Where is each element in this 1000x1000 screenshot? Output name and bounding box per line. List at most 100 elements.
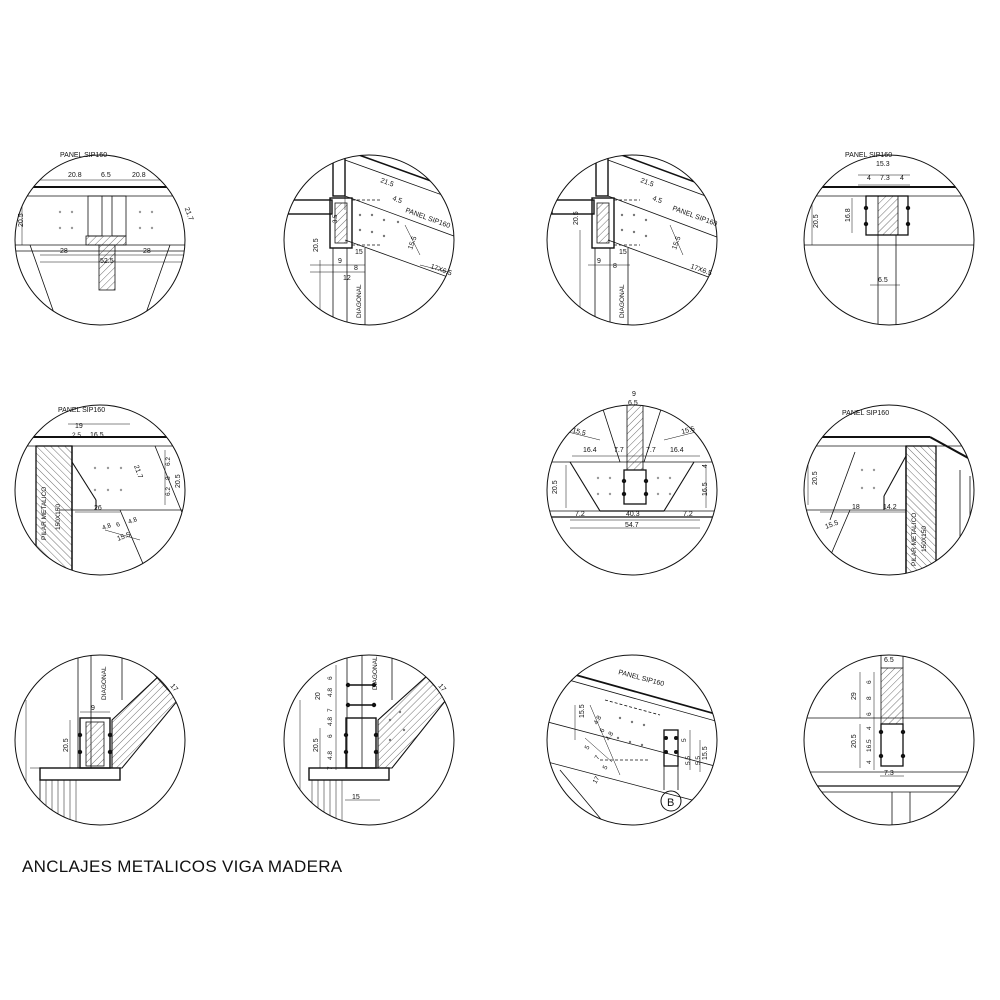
d6-label-5: 7.7	[614, 447, 624, 454]
d4-label-3: 7.3	[880, 175, 890, 182]
d6-label-2: 15.5	[571, 427, 586, 437]
d10-label-13: B	[667, 797, 674, 809]
d3-label-3: 15.5	[671, 235, 682, 250]
d5-label-0: PANEL SIP160	[58, 407, 105, 414]
d1-label-8: 52.5	[100, 258, 114, 265]
d5-label-11: 6	[115, 521, 121, 529]
d5-label-6: 6.2	[165, 457, 172, 466]
d3-label-7: 8	[613, 263, 617, 270]
d11-label-9: 7.3	[884, 770, 894, 777]
d5-label-12: 4.8	[127, 516, 138, 526]
d9-label-0: DIAGONAL	[372, 656, 379, 690]
d9-label-2: 20	[315, 692, 322, 700]
d3-label-0: 21.5	[639, 177, 654, 188]
d11-label-2: 6	[866, 680, 873, 684]
d9-label-4: 4.8	[327, 688, 334, 697]
d10-label-5: 5	[584, 744, 592, 751]
d11-label-4: 6	[866, 712, 873, 716]
d9-label-5: 7	[327, 708, 334, 712]
d10-label-3: 6	[599, 727, 607, 734]
d7-label-0: PANEL SIP160	[842, 410, 889, 417]
d1-label-2: 6.5	[101, 172, 111, 179]
detail-10: PANEL SIP160 15.5 4.8 6 4.8 5 7 5 17 5 5…	[546, 654, 718, 826]
d5-label-9: 26	[94, 505, 102, 512]
d11-label-3: 8	[866, 696, 873, 700]
d5-label-1: 19	[75, 423, 83, 430]
d6-label-9: 16.5	[702, 482, 709, 496]
d11-label-6: 20.5	[851, 734, 858, 748]
d6-label-1: 6.5	[628, 400, 638, 407]
d9-label-1: 17	[436, 683, 446, 694]
d9-label-8: 20.5	[313, 738, 320, 752]
d4-label-4: 4	[900, 175, 904, 182]
d11-label-1: 29	[851, 692, 858, 700]
d6-label-3: 15.5	[681, 426, 696, 436]
d6-label-6: 7.7	[646, 447, 656, 454]
d6-label-7: 16.4	[670, 447, 684, 454]
d3-label-1: 4.5	[651, 195, 663, 205]
d1-label-5: 21.7	[183, 207, 194, 222]
d5-label-2: 2.5	[72, 432, 81, 439]
d4-label-1: 15.3	[876, 161, 890, 168]
d6-label-11: 40.3	[626, 511, 640, 518]
d5-label-8: 6.2	[165, 487, 172, 496]
d2-label-3: 15.5	[407, 235, 418, 250]
d9-label-9: 4.8	[327, 751, 334, 760]
d4-label-5: 20.5	[813, 214, 820, 228]
d2-label-5: 20.5	[313, 238, 320, 252]
d9-label-6: 4.8	[327, 717, 334, 726]
d10-label-11: 5.5	[695, 756, 702, 765]
d4-label-0: PANEL SIP160	[845, 152, 892, 159]
d3-label-9: DIAGONAL	[619, 284, 626, 318]
d8-label-1: 17	[168, 683, 178, 694]
d1-label-4: 20.5	[18, 213, 25, 227]
d6-label-4: 16.4	[583, 447, 597, 454]
detail-8: DIAGONAL 17 9 20.5	[14, 654, 186, 826]
d2-label-8: 15	[355, 249, 363, 256]
d10-label-10: 5.5	[685, 756, 692, 765]
section-marker-b	[660, 790, 682, 812]
d10-label-12: 15.5	[702, 746, 709, 760]
d2-label-1: 4.5	[391, 195, 403, 205]
d6-label-13: 7.2	[683, 511, 693, 518]
d10-label-1: 15.5	[579, 704, 586, 718]
d2-label-0: 21.5	[379, 177, 394, 188]
d2-label-11: 3.5	[333, 214, 339, 223]
d7-label-2: 18	[852, 504, 860, 511]
d1-label-6: 28	[60, 248, 68, 255]
d8-label-0: DIAGONAL	[101, 666, 108, 700]
d2-label-10: DIAGONAL	[356, 284, 363, 318]
d3-label-5: 20.5	[573, 211, 580, 225]
d10-label-8: 17	[592, 775, 602, 785]
d10-label-2: 4.8	[593, 714, 604, 726]
d10-label-9: 5	[681, 738, 688, 742]
d10-label-0: PANEL SIP160	[617, 669, 664, 688]
d2-label-7: 8	[354, 265, 358, 272]
d9-label-10: 7	[327, 766, 334, 770]
d3-label-6: 9	[597, 258, 601, 265]
d5-label-10: 4.8	[101, 522, 112, 532]
d6-label-12: 7.2	[575, 511, 585, 518]
d3-label-4: 17X6.5	[689, 263, 712, 277]
d10-label-7: 5	[602, 764, 610, 771]
sheet-title: ANCLAJES METALICOS VIGA MADERA	[22, 857, 343, 876]
d11-label-5: 4	[866, 726, 873, 730]
detail-6: 9 6.5 15.5 15.5 16.4 7.7 7.7 16.4 20.5 1…	[546, 391, 718, 576]
d11-label-7: 16.5	[866, 739, 873, 752]
d5-label-3: 16.5	[90, 432, 104, 439]
d5-label-7: 8	[165, 476, 172, 480]
d1-label-1: 20.8	[68, 172, 82, 179]
d4-label-7: 6.5	[878, 277, 888, 284]
d2-label-4: 17X6.5	[429, 263, 452, 277]
d4-label-6: 16.8	[845, 208, 852, 222]
d9-label-7: 6	[327, 734, 334, 738]
d2-label-9: 12	[343, 275, 351, 282]
d10-label-4: 4.8	[605, 730, 616, 742]
d1-label-7: 28	[143, 248, 151, 255]
d10-label-6: 7	[594, 754, 602, 761]
d11-label-0: 6.5	[884, 657, 894, 664]
d5-label-15: 150X150	[55, 504, 62, 530]
d7-label-5: PILAR METALICO	[911, 513, 918, 566]
d6-label-14: 54.7	[625, 522, 639, 529]
